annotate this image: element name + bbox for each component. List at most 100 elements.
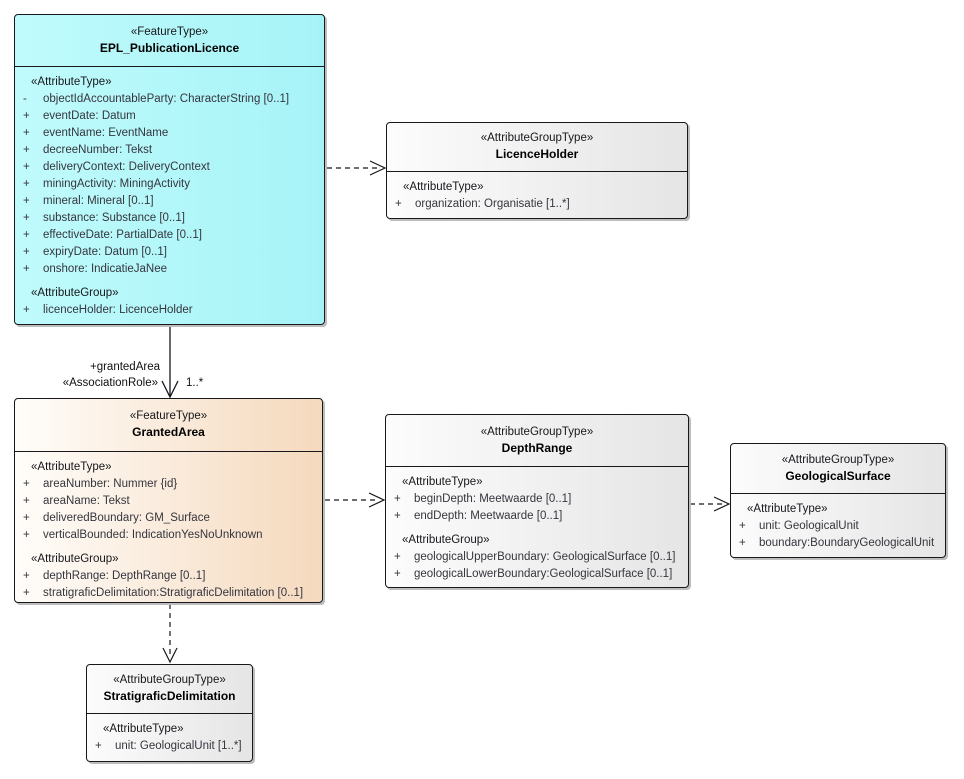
uml-class-depthrange[interactable]: «AttributeGroupType»DepthRange «Attribute… — [385, 414, 689, 588]
association-stereotype-label: «AssociationRole» — [62, 377, 158, 389]
attribute-row[interactable]: + geologicalUpperBoundary: GeologicalSurf… — [386, 549, 688, 566]
attribute-text: objectIdAccountableParty: CharacterStrin… — [43, 93, 290, 105]
attribute-row[interactable]: +endDepth: Meetwaarde [0..1] — [386, 508, 688, 525]
attribute-group-header: «AttributeType» — [31, 76, 112, 88]
class-header: «AttributeGroupType» StratigraficDelimita… — [87, 665, 252, 714]
attribute-text: expiryDate: Datum [0..1] — [43, 246, 167, 258]
attribute-row[interactable]: + expiryDate: Datum [0..1] — [15, 244, 324, 261]
class-name: EPL_PublicationLicence — [99, 40, 240, 55]
attribute-row[interactable]: +beginDepth: Meetwaarde [0..1] — [386, 491, 688, 508]
attribute-row[interactable]: +depthRange: DepthRange [0..1] — [15, 568, 322, 585]
attribute-visibility: + — [23, 304, 30, 316]
attribute-text: deliveredBoundary: GM_Surface — [43, 512, 210, 524]
attribute-text: verticalBounded: IndicationYesNoUnknown — [43, 529, 263, 541]
class-header: «FeatureType» EPL_PublicationLicence — [15, 15, 324, 67]
class-attribute-compartment: «AttributeType»- objectIdAccountableParty… — [15, 67, 324, 319]
attribute-visibility: + — [23, 161, 30, 173]
attribute-row[interactable]: +unit: GeologicalUnit — [731, 518, 945, 535]
attribute-row[interactable]: +geologicalLowerBoundary:GeologicalSurfa… — [386, 566, 688, 583]
attribute-group-header: «AttributeType» — [103, 723, 184, 735]
attribute-visibility: + — [23, 587, 30, 599]
attribute-row[interactable]: +areaNumber: Nummer {id} — [15, 476, 322, 493]
attribute-row[interactable]: + deliveryContext: DeliveryContext — [15, 159, 324, 176]
attribute-row[interactable]: + deliveredBoundary: GM_Surface — [15, 510, 322, 527]
attribute-row[interactable]: - objectIdAccountableParty: CharacterStri… — [15, 91, 324, 108]
dependency-geologicalsurface-connector[interactable] — [690, 496, 731, 512]
attribute-row[interactable]: + mineral: Mineral [0..1] — [15, 193, 324, 210]
attribute-row[interactable]: + organization: Organisatie [1..*] — [387, 196, 687, 213]
attribute-row[interactable]: +eventName: EventName — [15, 125, 324, 142]
attribute-text: eventName: EventName — [43, 127, 169, 139]
attribute-visibility: + — [23, 529, 30, 541]
attribute-text: substance: Substance [0..1] — [43, 212, 185, 224]
class-attribute-compartment: «AttributeType»+unit: GeologicalUnit+bou… — [731, 494, 945, 552]
class-stereotype: «AttributeGroupType» — [480, 132, 594, 144]
uml-class-stratigraficdelimitation[interactable]: «AttributeGroupType» StratigraficDelimita… — [86, 664, 253, 762]
attribute-row[interactable]: + licenceHolder: LicenceHolder — [15, 302, 324, 319]
uml-class-grantedarea[interactable]: «FeatureType»GrantedArea«AttributeType»+… — [14, 398, 323, 603]
attribute-text: eventDate: Datum — [43, 110, 136, 122]
attribute-group-header: «AttributeGroup» — [31, 553, 119, 565]
attribute-visibility: + — [395, 198, 402, 210]
class-attribute-compartment: «AttributeType»+areaNumber: Nummer {id}+… — [15, 452, 322, 602]
attribute-text: unit: GeologicalUnit [1..*] — [115, 740, 242, 752]
attribute-visibility: + — [23, 246, 30, 258]
attribute-row[interactable]: +boundary:BoundaryGeologicalUnit — [731, 535, 945, 552]
class-name: GrantedArea — [132, 425, 205, 439]
attribute-row[interactable]: + areaName: Tekst — [15, 493, 322, 510]
attribute-text: endDepth: Meetwaarde [0..1] — [414, 510, 563, 522]
dependency-depthrange-connector[interactable] — [325, 492, 386, 508]
attribute-text: mineral: Mineral [0..1] — [43, 195, 154, 207]
attribute-visibility: - — [23, 93, 27, 105]
class-attribute-compartment: «AttributeType»+organization: Organisati… — [387, 172, 687, 213]
attribute-visibility: + — [23, 110, 30, 122]
attribute-group-header: «AttributeGroup» — [31, 287, 119, 299]
association-grantedarea-connector[interactable] — [161, 325, 179, 399]
attribute-row[interactable]: + verticalBounded: IndicationYesNoUnknown — [15, 527, 322, 544]
attribute-row[interactable]: +decreeNumber: Tekst — [15, 142, 324, 159]
attribute-row[interactable]: + unit: GeologicalUnit [1..*] — [87, 738, 252, 755]
class-stereotype: «FeatureType» — [129, 410, 208, 422]
class-header: «AttributeGroupType» LicenceHolder — [387, 123, 687, 172]
attribute-text: organization: Organisatie [1..*] — [415, 198, 570, 210]
uml-class-licenceholder[interactable]: «AttributeGroupType»LicenceHolder«Attrib… — [386, 122, 688, 219]
uml-class-geologicalsurface[interactable]: «AttributeGroupType»GeologicalSurface«At… — [730, 443, 946, 558]
attribute-visibility: + — [23, 212, 30, 224]
attribute-row[interactable]: + substance: Substance [0..1] — [15, 210, 324, 227]
dependency-licenceholder-connector[interactable] — [327, 160, 387, 176]
attribute-visibility: + — [23, 570, 30, 582]
attribute-text: decreeNumber: Tekst — [43, 144, 153, 156]
attribute-visibility: + — [23, 195, 30, 207]
attribute-text: geologicalUpperBoundary: GeologicalSurfa… — [414, 551, 676, 563]
attribute-text: areaName: Tekst — [43, 495, 130, 507]
attribute-text: deliveryContext: DeliveryContext — [43, 161, 210, 173]
attribute-row[interactable]: +miningActivity: MiningActivity — [15, 176, 324, 193]
attribute-group-header: «AttributeType» — [402, 476, 483, 488]
class-stereotype: «AttributeGroupType» — [113, 674, 226, 686]
attribute-visibility: + — [23, 512, 30, 524]
attribute-text: geologicalLowerBoundary:GeologicalSurfac… — [414, 568, 673, 580]
attribute-text: beginDepth: Meetwaarde [0..1] — [414, 493, 572, 505]
uml-class-epl-publicationlicence[interactable]: «FeatureType» EPL_PublicationLicence «Attr… — [14, 14, 325, 325]
dependency-stratigraficdelimitation-connector[interactable] — [162, 604, 178, 664]
attribute-row[interactable]: +onshore: IndicatieJaNee — [15, 261, 324, 278]
class-name: StratigraficDelimitation — [103, 689, 236, 703]
attribute-group-header: «AttributeType» — [31, 461, 112, 473]
attribute-row[interactable]: +stratigraficDelimitation:StratigraficDe… — [15, 585, 322, 602]
class-header: «AttributeGroupType»DepthRange — [386, 415, 688, 467]
class-stereotype: «AttributeGroupType» — [781, 453, 895, 466]
attribute-visibility: + — [23, 495, 30, 507]
class-header: «FeatureType» GrantedArea — [15, 399, 322, 452]
association-multiplicity-label: 1..* — [186, 377, 204, 389]
attribute-visibility: + — [23, 263, 30, 275]
attribute-visibility: + — [23, 478, 30, 490]
attribute-row[interactable]: + eventDate: Datum — [15, 108, 324, 125]
class-name: LicenceHolder — [495, 147, 579, 161]
attribute-visibility: + — [95, 740, 102, 752]
class-stereotype: «FeatureType» — [130, 25, 209, 38]
attribute-text: licenceHolder: LicenceHolder — [43, 304, 193, 316]
attribute-visibility: + — [394, 551, 401, 563]
attribute-row[interactable]: +effectiveDate: PartialDate [0..1] — [15, 227, 324, 244]
